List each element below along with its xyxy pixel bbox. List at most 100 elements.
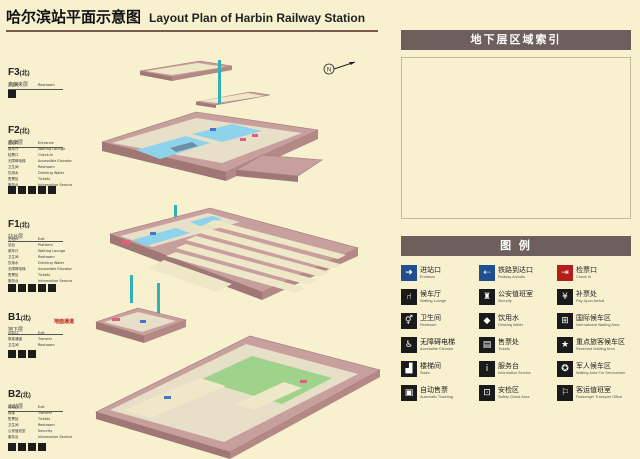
floor-label-f1: F1(北) 站台层 xyxy=(8,214,63,242)
floor-f2-plan xyxy=(100,111,323,182)
reserved-waiting-icon: ★ xyxy=(557,336,573,353)
restroom-icon xyxy=(8,284,16,292)
map-title-cn: 哈尔滨站平面示意图 xyxy=(6,8,142,26)
entrance-icon xyxy=(28,350,36,358)
drinking-water-icon: ◆ xyxy=(479,312,495,329)
index-panel-title: 地下层区域索引 xyxy=(401,30,631,50)
safety-check-icon: ⊡ xyxy=(479,384,495,401)
international-waiting-icon: ⊞ xyxy=(557,312,573,329)
pay-upon-arrival-icon: ¥ xyxy=(557,288,573,305)
floor-b2-icons xyxy=(8,443,46,451)
floor-code: F3 xyxy=(8,67,20,78)
floor-divider xyxy=(8,334,63,335)
floor-label-b2: B2(北) 出站层 xyxy=(8,384,63,412)
floor-b1-plan xyxy=(94,307,187,343)
information-service-icon xyxy=(48,284,56,292)
tickets-icon xyxy=(38,186,46,194)
tickets-icon xyxy=(18,443,26,451)
floor-subtitle: 站台层 xyxy=(8,234,24,240)
security-icon: ♜ xyxy=(479,288,495,305)
information-service-icon: i xyxy=(479,360,495,377)
floor-code: B2 xyxy=(8,389,21,400)
railway-arrivals-icon: ⇠ xyxy=(479,264,495,281)
restroom-icon xyxy=(8,90,16,98)
floor-f1-icons xyxy=(8,284,56,292)
f1-b1-elevator-west xyxy=(130,275,133,303)
floor-f1-plan xyxy=(109,207,359,300)
stairs-icon: ▟ xyxy=(401,360,417,377)
f1-b1-elevator-east xyxy=(157,283,160,323)
tickets-icon xyxy=(38,284,46,292)
floor-label-f2: F2(北) 高架层 xyxy=(8,120,63,148)
index-panel-frame xyxy=(401,57,631,219)
floor-f3-plan xyxy=(139,60,271,108)
information-service-icon xyxy=(38,443,46,451)
legend-title: 图 例 xyxy=(401,236,631,256)
check-in-icon: ⇥ xyxy=(557,264,573,281)
accessible-elevator-icon: ♿ xyxy=(401,336,417,353)
floor-divider xyxy=(8,241,63,242)
entrance-icon: ➜ xyxy=(401,264,417,281)
passenger-transport-office-icon: ⚐ xyxy=(557,384,573,401)
drinking-water-icon xyxy=(18,284,26,292)
floor-label-f3: F3(北) 高架夹层 xyxy=(8,62,63,90)
drinking-water-icon xyxy=(18,186,26,194)
floor-subtitle: 出站层 xyxy=(8,404,24,410)
servicemen-waiting-icon: ✪ xyxy=(557,360,573,377)
floor-subtitle: 高架层 xyxy=(8,140,24,146)
floor-code: F2 xyxy=(8,125,20,136)
floor-subtitle: 高架夹层 xyxy=(8,82,29,88)
floor-b1-icons xyxy=(8,350,36,358)
stairs-icon xyxy=(18,350,26,358)
floor-code: F1 xyxy=(8,219,20,230)
restroom-icon: ⚥ xyxy=(401,312,417,329)
floor-divider xyxy=(8,147,63,148)
restroom-icon xyxy=(8,443,16,451)
floor-divider xyxy=(8,89,63,90)
floor-f2-icons xyxy=(8,186,56,194)
floor-divider xyxy=(8,411,63,412)
floor-subtitle: 地下层 xyxy=(8,327,24,333)
floor-label-b1: B1(北) 地下层 xyxy=(8,307,63,335)
accessible-elevator-icon xyxy=(28,284,36,292)
floor-f3-icons xyxy=(8,90,16,98)
automatic-ticketing-icon: ▣ xyxy=(401,384,417,401)
information-service-icon xyxy=(48,186,56,194)
restroom-icon xyxy=(8,350,16,358)
map-title-en: Layout Plan of Harbin Railway Station xyxy=(149,11,366,25)
